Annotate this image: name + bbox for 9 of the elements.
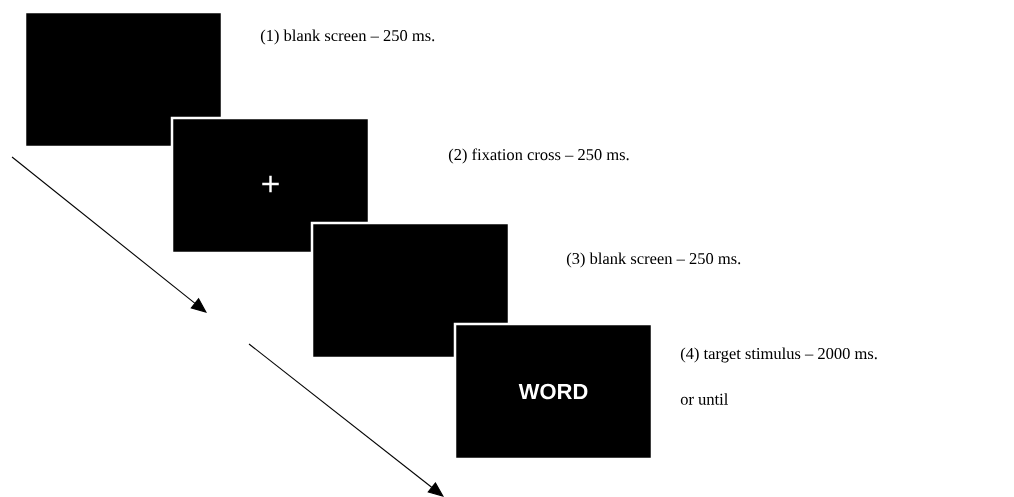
step-caption: (3) blank screen – 250 ms. xyxy=(566,252,741,268)
screen-box: + xyxy=(170,116,371,255)
screen-box xyxy=(23,10,224,149)
step-caption: (2) fixation cross – 250 ms. xyxy=(448,148,629,164)
step-caption: (4) target stimulus – 2000 ms. xyxy=(680,347,877,363)
screen-box: WORD xyxy=(453,322,654,461)
step-caption: (1) blank screen – 250 ms. xyxy=(260,29,435,45)
screen-box xyxy=(310,221,511,360)
step-caption: or until xyxy=(680,393,728,405)
